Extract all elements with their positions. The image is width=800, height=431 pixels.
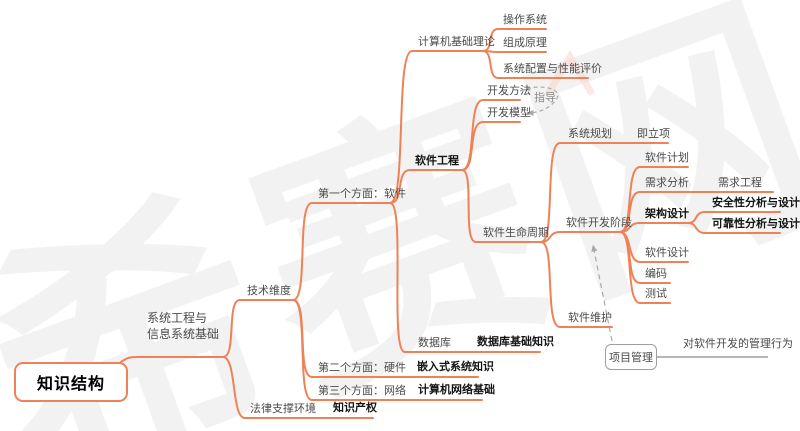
node-embedded-systems[interactable]: 嵌入式系统知识: [417, 361, 494, 373]
node-sys-config-eval[interactable]: 系统配置与性能评价: [503, 63, 602, 75]
node-system-planning[interactable]: 系统规划: [568, 128, 612, 140]
node-maintenance[interactable]: 软件维护: [568, 312, 612, 324]
connector-dev-model: [461, 121, 484, 171]
connector-planning: [540, 142, 561, 243]
node-software-engineering[interactable]: 软件工程: [415, 155, 459, 167]
dashed-arrow-project-to-devstage: [591, 244, 613, 342]
node-security-design[interactable]: 安全性分析与设计: [712, 197, 800, 209]
connector-database: [389, 202, 406, 353]
node-mgmt-behavior[interactable]: 对软件开发的管理行为: [683, 338, 793, 350]
connector-aspect-network: [292, 299, 313, 401]
node-root[interactable]: 知识结构: [14, 362, 128, 402]
node-dev-model[interactable]: 开发模型: [487, 107, 531, 119]
connector-testing: [619, 231, 641, 304]
node-project-mgmt-label: 项目管理: [609, 352, 653, 364]
node-aspect-network[interactable]: 第三个方面：网络: [318, 385, 406, 397]
label-guide: 指导: [534, 92, 556, 104]
node-dev-method[interactable]: 开发方法: [487, 85, 531, 97]
connector-legal: [222, 356, 246, 419]
node-req-engineering[interactable]: 需求工程: [718, 177, 762, 189]
node-composition-principle[interactable]: 组成原理: [503, 37, 547, 49]
connector-tech: [222, 299, 241, 358]
node-cs-theory[interactable]: 计算机基础理论: [418, 36, 495, 48]
node-project-initiation[interactable]: 即立项: [637, 128, 670, 140]
node-req-analysis[interactable]: 需求分析: [645, 177, 689, 189]
node-testing[interactable]: 测试: [645, 288, 667, 300]
connector-lifecycle: [461, 169, 477, 243]
node-aspect-software[interactable]: 第一个方面：软件: [318, 188, 406, 200]
node-network-basics[interactable]: 计算机网络基础: [418, 384, 495, 396]
node-legal-env[interactable]: 法律支撑环境: [250, 403, 316, 415]
node-foundation-line1: 系统工程与: [147, 311, 208, 325]
node-software-plan[interactable]: 软件计划: [645, 152, 689, 164]
node-intellectual-property[interactable]: 知识产权: [333, 402, 377, 414]
connector-maintain: [540, 241, 561, 328]
node-coding[interactable]: 编码: [645, 268, 667, 280]
node-operating-system[interactable]: 操作系统: [503, 14, 547, 26]
node-foundation[interactable]: 系统工程与 信息系统基础: [147, 310, 219, 342]
node-dev-stage[interactable]: 软件开发阶段: [566, 217, 632, 229]
node-aspect-hardware[interactable]: 第二个方面：硬件: [318, 362, 406, 374]
node-tech-dimension[interactable]: 技术维度: [247, 285, 291, 297]
connector-reliability: [687, 222, 706, 234]
node-database-basics[interactable]: 数据库基础知识: [477, 336, 554, 348]
node-foundation-line2: 信息系统基础: [147, 327, 220, 341]
branch-lines: [120, 28, 781, 419]
node-software-design[interactable]: 软件设计: [645, 247, 689, 259]
node-reliability-design[interactable]: 可靠性分析与设计: [712, 218, 800, 230]
connector-root: [120, 356, 141, 363]
connector-sys-config: [482, 50, 499, 79]
connector-cs-theory: [389, 50, 413, 204]
connector-security: [687, 211, 706, 224]
connector-aspect-software: [292, 202, 313, 301]
node-arch-design[interactable]: 架构设计: [645, 208, 689, 220]
connector-dev-method: [461, 99, 484, 171]
node-project-mgmt[interactable]: 项目管理: [605, 344, 657, 370]
node-root-label: 知识结构: [36, 376, 105, 393]
node-lifecycle[interactable]: 软件生命周期: [483, 227, 549, 239]
watermark-fragment: [544, 50, 596, 96]
connector-sw-eng: [389, 169, 411, 204]
node-database[interactable]: 数据库: [418, 337, 451, 349]
